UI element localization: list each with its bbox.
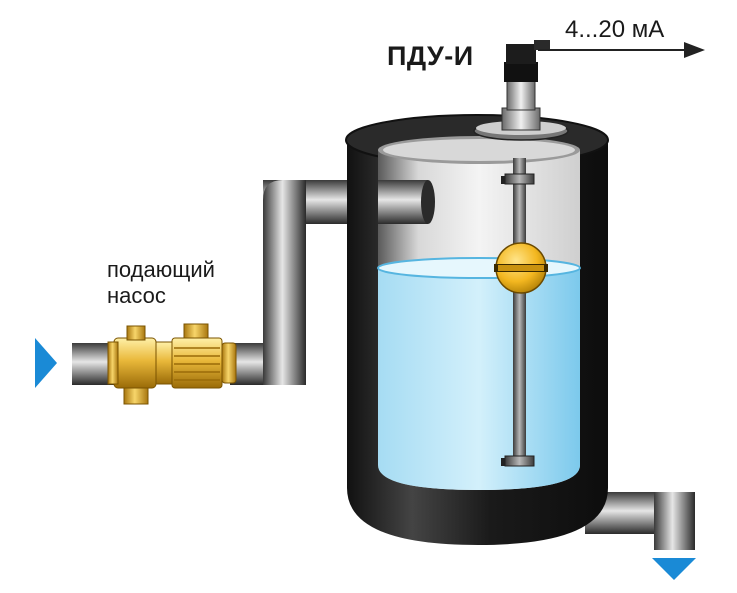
pump-label-line2: насос	[107, 283, 166, 308]
float	[494, 242, 548, 294]
outlet-elbow	[654, 492, 695, 534]
level-sensor	[473, 40, 569, 141]
pump	[107, 323, 237, 405]
riser-elbow-bottom	[263, 343, 306, 385]
inlet-flow-arrow-icon	[35, 338, 57, 388]
riser-elbow-top	[263, 180, 306, 224]
device-label: ПДУ-И	[387, 41, 474, 71]
pump-label-line1: подающий	[107, 257, 215, 282]
signal-arrow-icon	[538, 42, 705, 58]
water	[377, 257, 581, 490]
level-rod	[501, 158, 535, 467]
signal-output-label: 4...20 мА	[565, 16, 665, 43]
outlet-flow-arrow-icon	[652, 558, 696, 580]
tank-inlet-nozzle	[378, 180, 428, 224]
